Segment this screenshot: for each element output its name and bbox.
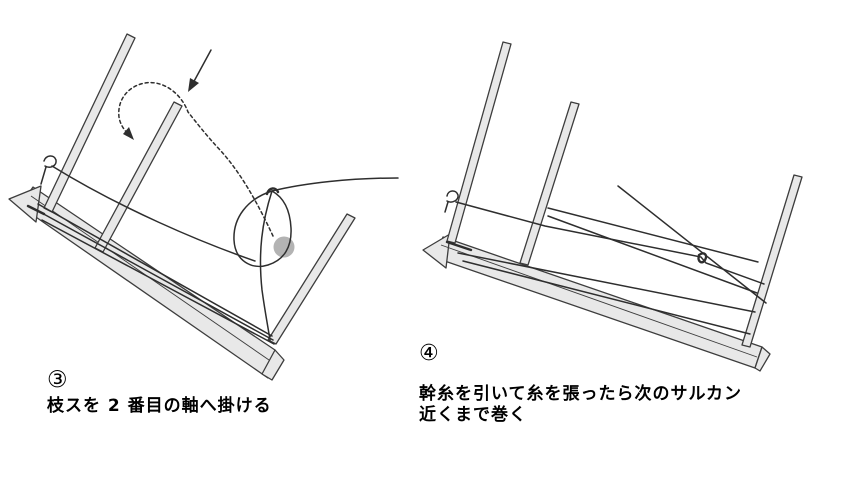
main-line-curve: [271, 177, 399, 192]
knot: [265, 187, 280, 196]
thread-line: [39, 211, 274, 341]
peg1-wrap: [40, 155, 57, 185]
branch-line-loop: [233, 190, 292, 267]
tie-mark: [445, 240, 473, 252]
figure-step3: [8, 33, 399, 381]
guide-path-dashed: [118, 81, 274, 237]
peg-2: [519, 101, 580, 266]
peg-1: [446, 41, 512, 244]
swivel-dot: [273, 236, 295, 258]
plank-end-cap: [261, 349, 285, 381]
peg-2: [94, 101, 183, 253]
step3-caption: 枝スを 2 番目の軸へ掛ける: [47, 396, 272, 416]
plank-tip-triangle: [422, 233, 451, 269]
figure-step4: [422, 41, 803, 372]
thread-line: [462, 260, 751, 335]
peg-3: [267, 213, 356, 345]
step3-number: ③: [47, 367, 68, 393]
plank-end-cap: [754, 346, 771, 372]
loop-tail-thread: [259, 190, 273, 341]
pulled-line-diagonal: [617, 185, 767, 304]
step4-caption-line2: 近くまで巻く: [419, 405, 527, 425]
peg1-thread: [51, 165, 256, 262]
thread-line: [37, 203, 273, 337]
thread-line: [457, 252, 756, 313]
plank-tip-triangle: [8, 185, 42, 223]
thread-line: [547, 207, 759, 263]
pointer-arrow-line: [191, 49, 212, 86]
step4-caption: 幹糸を引いて糸を張ったら次のサルカン 近くまで巻く: [419, 384, 742, 426]
step4-number: ④: [419, 341, 439, 366]
thread-line: [547, 215, 758, 294]
step4-caption-line1: 幹糸を引いて糸を張ったら次のサルカン: [419, 384, 742, 404]
peg-3: [741, 174, 803, 348]
peg1-wrap: [444, 190, 459, 213]
tie-mark: [26, 204, 46, 216]
guide-arrowhead-icon: [123, 127, 134, 140]
plank-bevel-line: [440, 244, 758, 358]
thread-line: [41, 219, 275, 345]
swivel-knot: [697, 252, 708, 264]
pointer-arrowhead-icon: [188, 78, 199, 92]
base-plank: [435, 236, 763, 369]
